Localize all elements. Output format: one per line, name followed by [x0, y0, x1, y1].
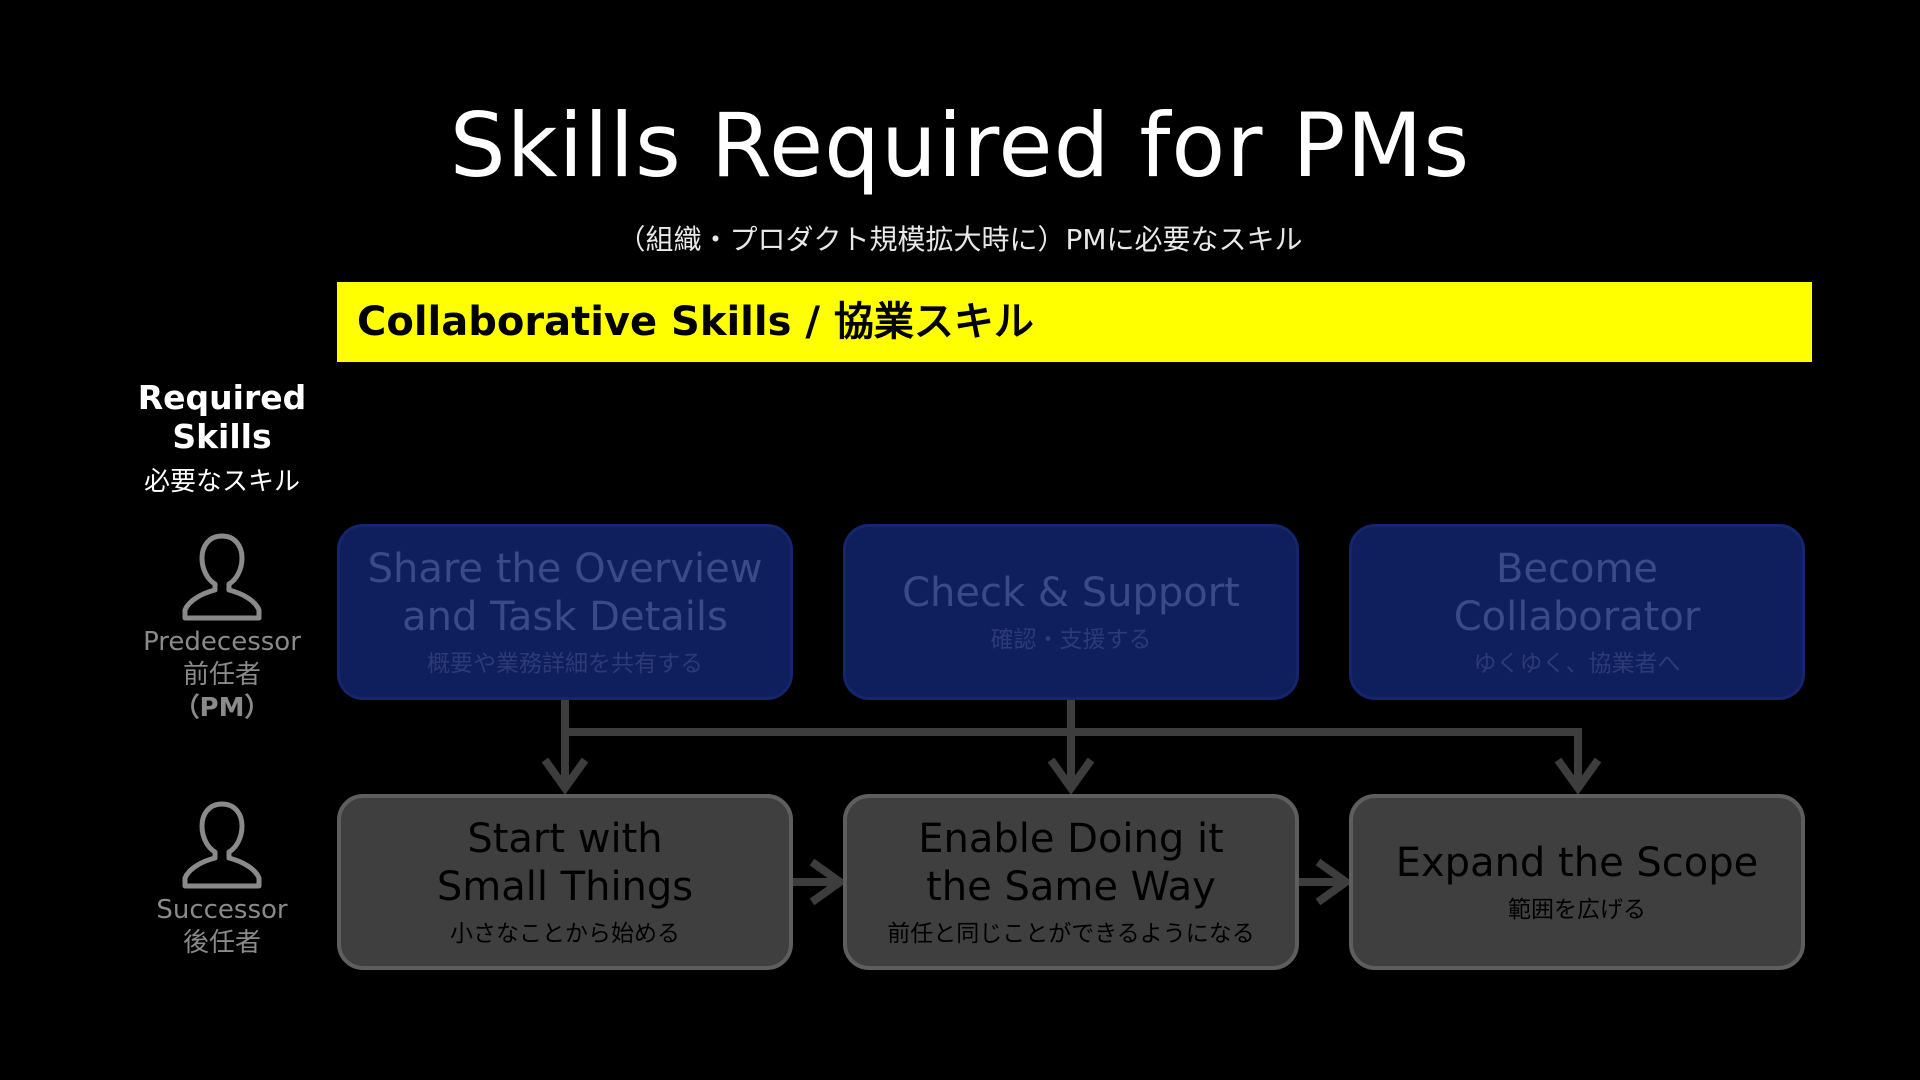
step-title: Check & Support	[902, 570, 1240, 616]
successor-label-jp: 後任者	[182, 928, 261, 958]
successor-step-expand-scope: Expand the Scope 範囲を広げる	[1349, 794, 1805, 970]
successor-label-en: Successor	[156, 895, 288, 925]
predecessor-label-en: Predecessor	[143, 627, 301, 657]
predecessor-step-share-overview: Share the Overview and Task Details 概要や業…	[337, 524, 793, 700]
person-outline-icon	[182, 801, 262, 889]
arrowhead-down-1	[541, 757, 589, 795]
arrowhead-down-3	[1554, 757, 1602, 795]
successor-step-same-way: Enable Doing it the Same Way 前任と同じことができる…	[843, 794, 1299, 970]
step-subtitle: 範囲を広げる	[1508, 897, 1646, 923]
step-subtitle: 概要や業務詳細を共有する	[427, 651, 703, 677]
required-skills-jp: 必要なスキル	[143, 467, 300, 497]
arrowhead-down-2	[1047, 757, 1095, 795]
step-subtitle: 前任と同じことができるようになる	[887, 921, 1255, 947]
step-title: Enable Doing it the Same Way	[918, 816, 1224, 910]
step-subtitle: 確認・支援する	[990, 627, 1152, 653]
predecessor-step-become-collaborator: Become Collaborator ゆくゆく、協業者へ	[1349, 524, 1805, 700]
step-subtitle: 小さなことから始める	[450, 921, 680, 947]
predecessor-label-jp: 前任者	[182, 660, 261, 690]
step-subtitle: ゆくゆく、協業者へ	[1473, 651, 1681, 677]
arrowhead-right-1	[809, 858, 847, 906]
slide-subtitle: （組織・プロダクト規模拡大時に）PMに必要なスキル	[617, 223, 1303, 256]
successor-step-start-small: Start with Small Things 小さなことから始める	[337, 794, 793, 970]
role-predecessor: Predecessor 前任者 （PM）	[112, 530, 332, 725]
role-successor: Successor 後任者	[112, 798, 332, 960]
predecessor-label-tag: （PM）	[173, 693, 271, 723]
predecessor-step-check-support: Check & Support 確認・支援する	[843, 524, 1299, 700]
slide-title: Skills Required for PMs	[449, 94, 1471, 197]
person-outline-icon	[182, 533, 262, 621]
required-skills-heading: Required Skills 必要なスキル	[112, 378, 332, 498]
arrowhead-right-2	[1315, 858, 1353, 906]
step-title: Expand the Scope	[1395, 840, 1759, 886]
step-title: Start with Small Things	[436, 816, 694, 910]
required-skills-title: Required Skills	[137, 378, 307, 456]
collaborative-skills-banner: Collaborative Skills / 協業スキル	[337, 282, 1812, 362]
step-title: Become Collaborator	[1453, 546, 1701, 640]
step-title: Share the Overview and Task Details	[367, 546, 763, 640]
